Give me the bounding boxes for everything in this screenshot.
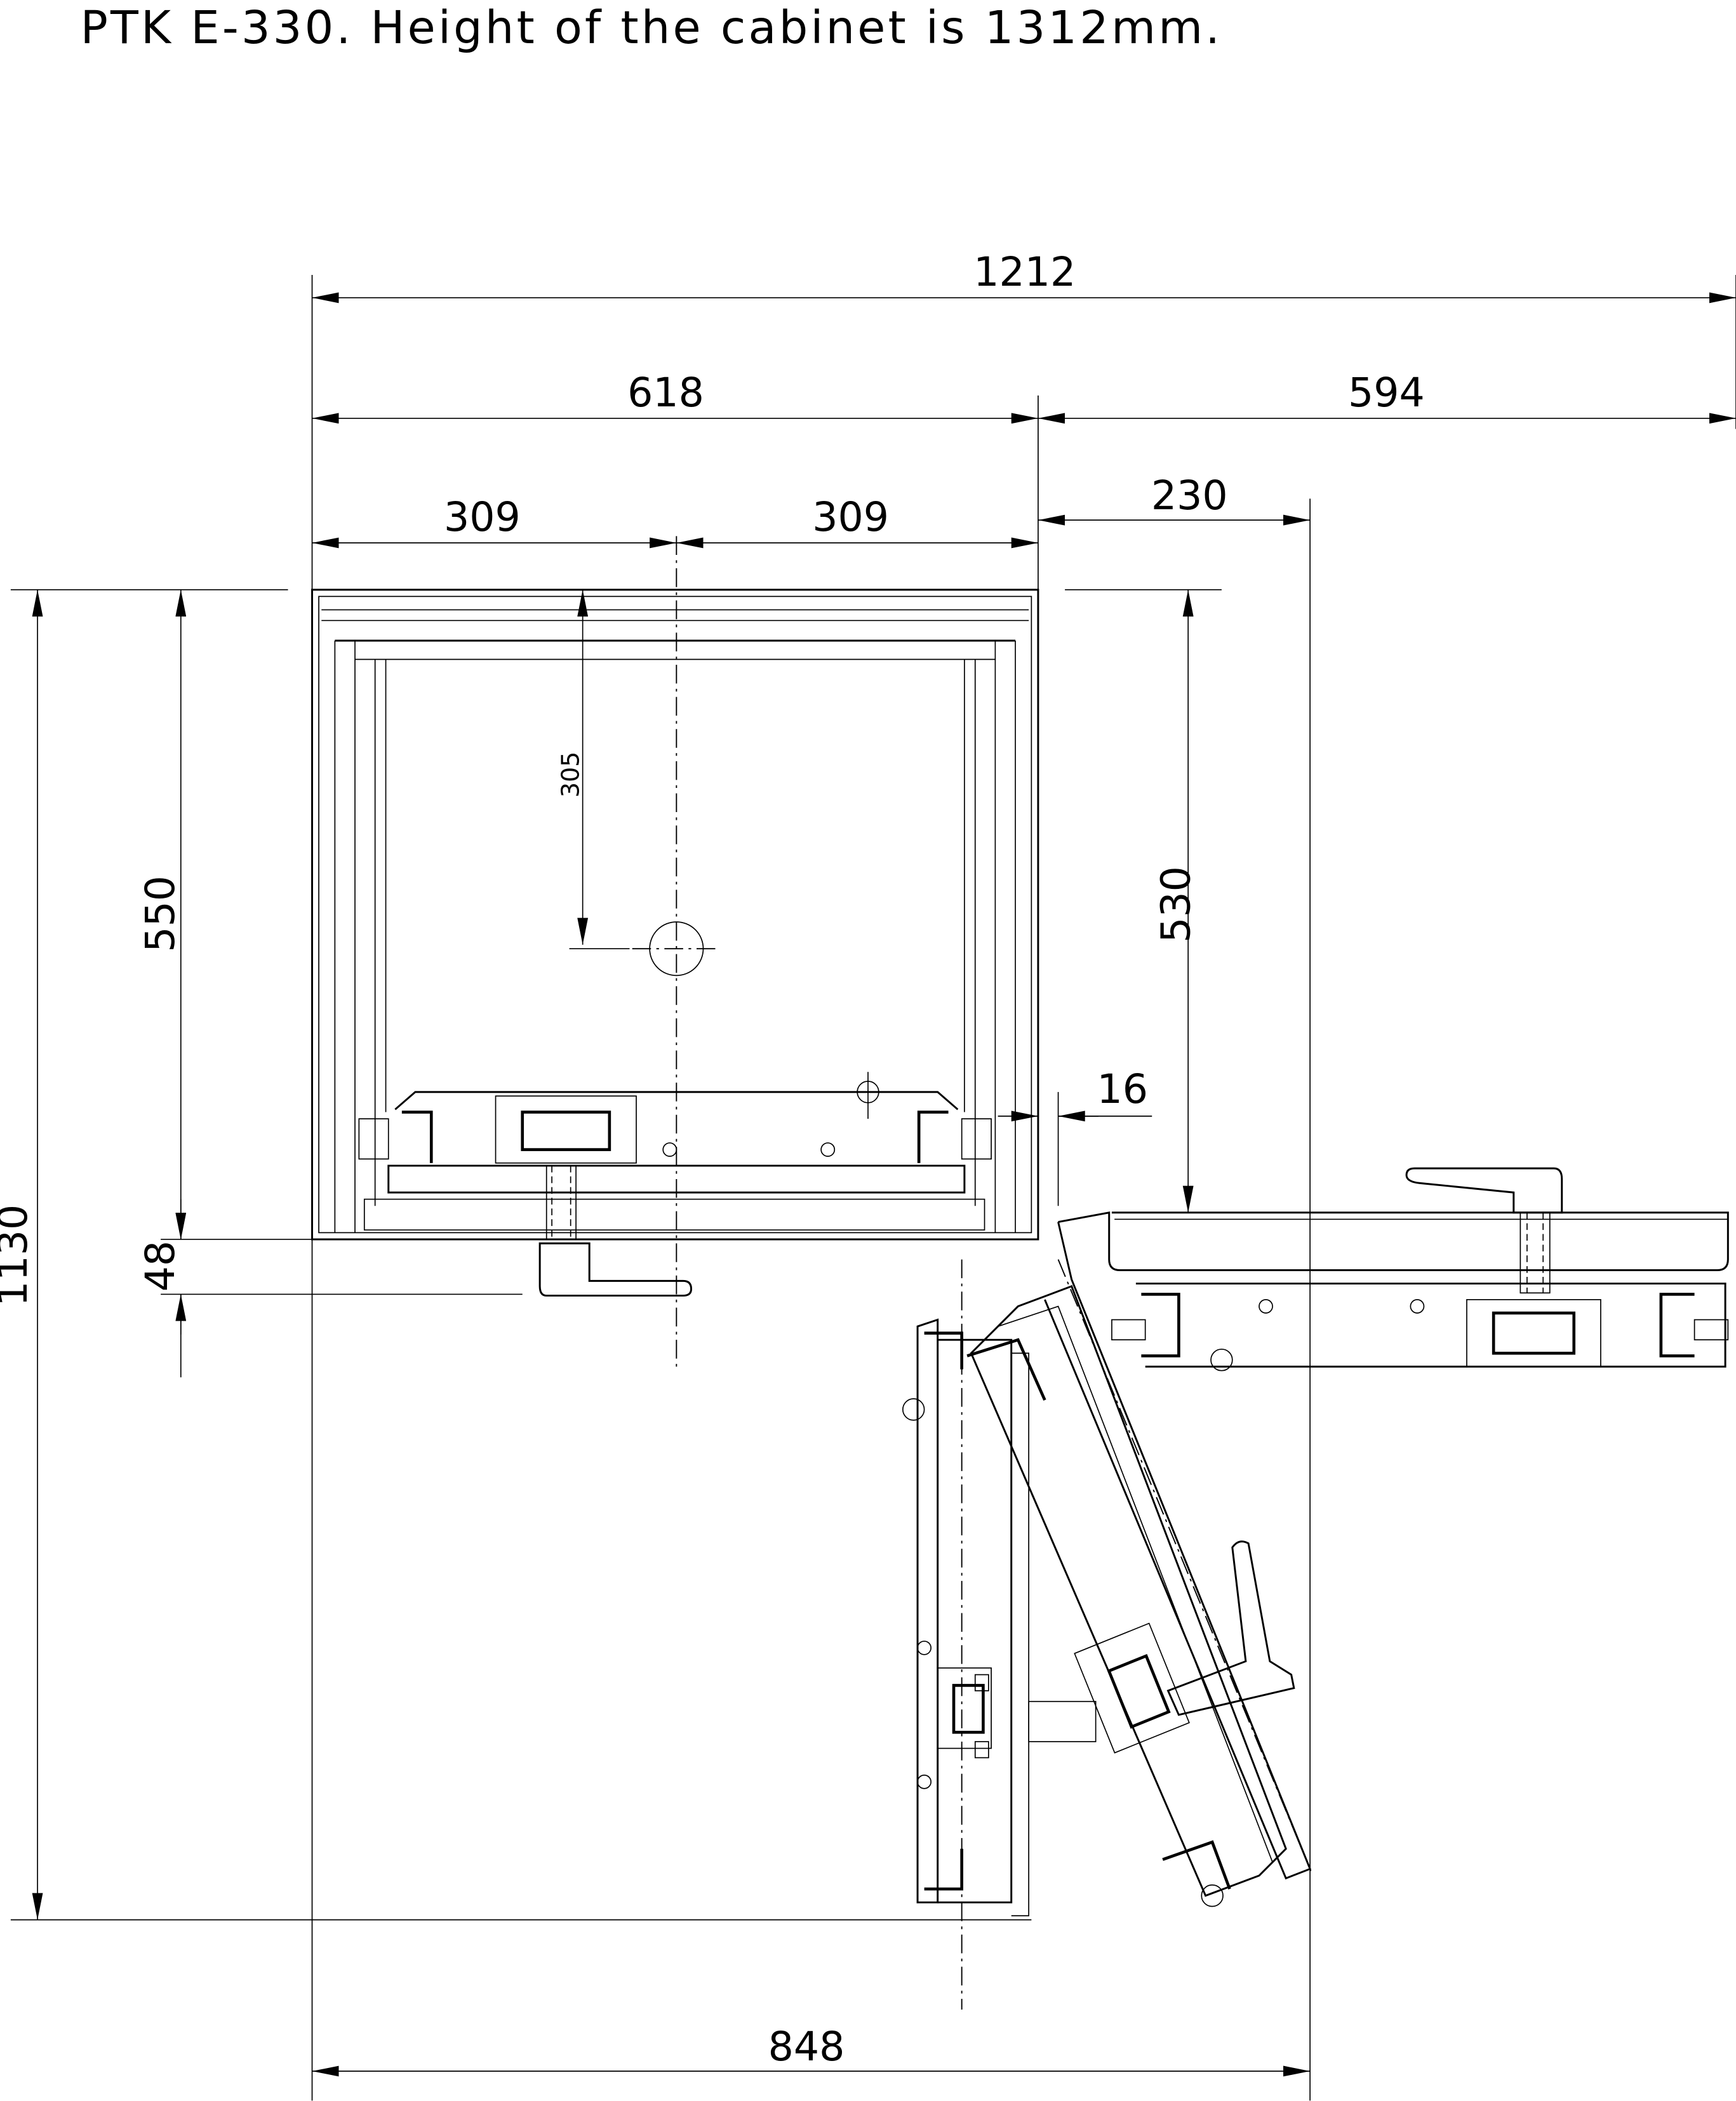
closed-door (358, 1072, 992, 1240)
dim-label-1212: 1212 (973, 248, 1076, 295)
dimension-230: 230 (1038, 472, 1311, 526)
dim-label-309-right: 309 (812, 493, 889, 540)
open-door-90 (1058, 1211, 1729, 1371)
dim-label-305: 305 (556, 752, 584, 797)
dim-label-48: 48 (137, 1241, 184, 1292)
closed-door-handle (538, 1242, 693, 1297)
dimension-1130: 1130 (0, 589, 43, 1920)
dim-label-594: 594 (1348, 369, 1425, 416)
extension-lines (10, 275, 1736, 2101)
dim-label-530: 530 (1152, 866, 1199, 943)
open-door-angled (966, 1222, 1314, 1907)
dimension-48: 48 (137, 1199, 187, 1378)
open-door-180 (902, 1259, 1097, 2010)
dimension-309-right: 309 (676, 493, 1038, 549)
dimension-305: 305 (556, 589, 630, 950)
dimension-618: 618 (312, 369, 1038, 424)
dimension-530: 530 (1152, 589, 1199, 1213)
dimension-594: 594 (1038, 369, 1736, 424)
dimension-1212: 1212 (312, 248, 1736, 303)
dim-label-16: 16 (1097, 1065, 1149, 1112)
dim-label-309-left: 309 (444, 493, 521, 540)
dim-label-1130: 1130 (0, 1204, 36, 1307)
dimension-309-left: 309 (312, 493, 677, 549)
cabinet-body (311, 589, 1039, 1241)
dimension-16: 16 (998, 1065, 1152, 1122)
dim-label-230: 230 (1151, 472, 1228, 519)
open-door-90-handle (1405, 1167, 1563, 1214)
open-door-angled-handle (1166, 1540, 1295, 1716)
dimension-848: 848 (312, 2023, 1311, 2077)
drawing-title: PTK E-330. Height of the cabinet is 1312… (81, 1, 1223, 54)
dim-label-550: 550 (137, 876, 184, 952)
dim-label-848: 848 (768, 2023, 845, 2070)
dim-label-618: 618 (627, 369, 704, 416)
dimension-550: 550 (137, 589, 187, 1239)
